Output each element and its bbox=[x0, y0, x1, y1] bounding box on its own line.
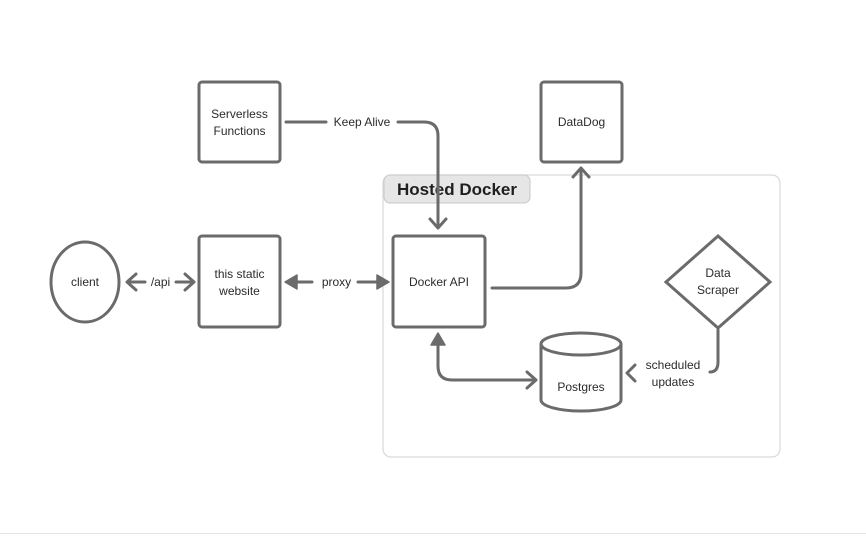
node-client-shape bbox=[49, 240, 121, 324]
arrowhead-right-icon bbox=[183, 272, 196, 292]
node-serverless: Serverless Functions bbox=[197, 80, 282, 164]
node-docker-api: Docker API bbox=[391, 234, 487, 329]
hosted-docker-group: Hosted Docker bbox=[382, 174, 781, 458]
node-postgres: Postgres bbox=[539, 331, 623, 413]
edge-scraper-postgres-line-right bbox=[708, 328, 720, 374]
arrowhead-left-solid-icon bbox=[284, 274, 298, 290]
arrowhead-left-icon bbox=[125, 272, 138, 292]
node-datadog: DataDog bbox=[539, 80, 624, 164]
node-data-scraper-label-2: Scraper bbox=[697, 283, 739, 297]
edge-serverless-docker-line-right bbox=[396, 120, 440, 228]
arrowhead-right-solid-icon bbox=[376, 274, 390, 290]
arrowhead-right-icon bbox=[525, 370, 538, 390]
node-serverless-label-1: Serverless bbox=[211, 107, 268, 121]
node-data-scraper: Data Scraper bbox=[663, 233, 773, 331]
node-postgres-top bbox=[539, 331, 623, 357]
node-data-scraper-label-1: Data bbox=[705, 266, 731, 280]
node-client-label: client bbox=[71, 275, 100, 289]
edge-client-static: /api bbox=[125, 272, 196, 292]
arrowhead-up-icon bbox=[571, 166, 591, 179]
node-client: client bbox=[49, 240, 121, 324]
arrowhead-down-icon bbox=[428, 217, 448, 230]
node-data-scraper-shape bbox=[663, 233, 773, 331]
node-docker-api-shape bbox=[391, 234, 487, 329]
node-datadog-shape bbox=[539, 80, 624, 164]
node-static-website-label-2: website bbox=[218, 284, 260, 298]
edge-label-keep-alive: Keep Alive bbox=[334, 115, 391, 129]
edge-docker-postgres bbox=[430, 332, 538, 390]
edge-docker-datadog bbox=[490, 166, 591, 290]
hosted-docker-title-tab bbox=[383, 174, 531, 204]
node-docker-api-label: Docker API bbox=[409, 275, 469, 289]
hosted-docker-title: Hosted Docker bbox=[397, 180, 517, 199]
edge-docker-datadog-line bbox=[490, 169, 583, 290]
arrowhead-up-solid-icon bbox=[430, 332, 446, 346]
edge-label-api: /api bbox=[151, 275, 170, 289]
node-postgres-label: Postgres bbox=[557, 380, 604, 394]
edge-scraper-postgres: scheduled updates bbox=[625, 328, 720, 389]
edge-serverless-docker: Keep Alive bbox=[284, 115, 448, 230]
node-static-website-shape bbox=[197, 234, 282, 329]
edge-docker-postgres-line bbox=[436, 342, 534, 382]
node-static-website: this static website bbox=[197, 234, 282, 329]
arrowhead-left-icon bbox=[625, 363, 637, 383]
edge-static-docker: proxy bbox=[284, 274, 390, 290]
edge-label-scheduled: scheduled bbox=[646, 358, 701, 372]
node-static-website-label-1: this static bbox=[214, 267, 264, 281]
node-serverless-label-2: Functions bbox=[213, 124, 265, 138]
node-datadog-label: DataDog bbox=[558, 115, 605, 129]
bottom-divider bbox=[0, 533, 866, 534]
node-serverless-shape bbox=[197, 80, 282, 164]
edge-label-proxy: proxy bbox=[322, 275, 351, 289]
edge-label-updates: updates bbox=[652, 375, 695, 389]
node-postgres-body bbox=[539, 344, 623, 413]
